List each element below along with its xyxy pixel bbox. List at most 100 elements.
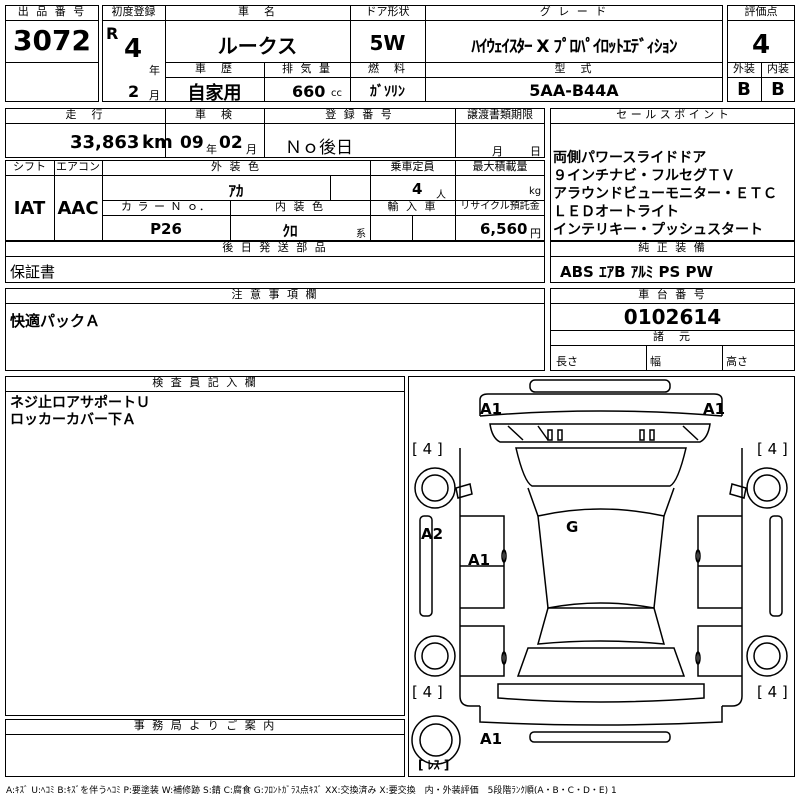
ac-value: AAC (57, 198, 99, 219)
mark-roof: G (566, 518, 579, 536)
header-box (102, 5, 723, 102)
inspector-box (5, 376, 405, 716)
interior-value: B (771, 79, 785, 100)
ext-color-label: 外 装 色 (211, 160, 261, 173)
max-load-label: 最大積載量 (472, 160, 528, 173)
sales-point: アラウンドビューモニター・ＥＴＣ (553, 186, 777, 202)
shift-label: シフト (13, 160, 46, 173)
grade-value: ﾊｲｳｪｲｽﾀｰ X ﾌﾟﾛﾊﾟｲﾛｯﾄｴﾃﾞｨｼｮﾝ (471, 37, 678, 57)
capacity-value: 4 (412, 180, 423, 198)
mileage-label: 走 行 (65, 108, 105, 121)
sales-points-label: セ ー ル ス ポ イ ン ト (616, 108, 729, 121)
office-label: 事 務 局 よ り ご 案 内 (133, 719, 277, 732)
mark-tire-fl: [ 4 ] (412, 440, 443, 458)
model-value: 5AA-B44A (529, 81, 619, 100)
legend: A:ｷｽﾞ U:ﾍｺﾐ B:ｷｽﾞを伴うﾍｺﾐ P:要塗装 W:補修跡 S:錆 … (6, 786, 617, 796)
mileage-value: 33,863 (70, 132, 140, 153)
office-box (5, 719, 405, 777)
transfer-month-unit: 月 (492, 145, 503, 158)
chassis-label: 車 台 番 号 (638, 288, 707, 301)
exterior-value: B (737, 79, 751, 100)
sales-point: ９インチナビ・フルセグＴＶ (553, 168, 735, 184)
int-color-suffix: 系 (356, 229, 366, 240)
transfer-label: 譲渡書類期限 (467, 108, 533, 121)
displacement-label: 排 気 量 (282, 62, 332, 75)
fuel-value: ｶﾞｿﾘﾝ (370, 84, 405, 100)
sales-point: インテリキー・プッシュスタート (553, 222, 763, 238)
chassis-box (550, 288, 795, 371)
inspector-line: ロッカーカバー下Ａ (10, 412, 136, 428)
score-value: 4 (751, 30, 771, 60)
mark-tire-fr: [ 4 ] (757, 440, 788, 458)
shift-value: IAT (13, 198, 46, 219)
mark-left-door: A2 (421, 525, 444, 543)
reg-number-label: 登 録 番 号 (325, 108, 394, 121)
score-label: 評価点 (744, 5, 778, 18)
recycle-value: 6,560 (480, 220, 528, 238)
mark-front-right: A1 (703, 400, 726, 418)
later-parts-value: 保証書 (10, 263, 56, 281)
max-load-unit: kg (529, 186, 542, 197)
length-label: 長さ (556, 355, 578, 368)
caution-box (5, 288, 545, 371)
mark-left-side: A1 (468, 551, 491, 569)
model-label: 型 式 (554, 62, 594, 75)
import-label: 輸 入 車 (387, 200, 438, 213)
mileage-unit: km (142, 132, 173, 153)
displacement-unit: cc (331, 88, 342, 99)
exterior-label: 外装 (733, 62, 755, 75)
mark-spare: [ ﾚｽ ] (418, 758, 450, 772)
reg-number-value: Ｎｏ後日 (285, 138, 353, 158)
door-label: ドア形状 (365, 5, 410, 18)
lot-label: 出 品 番 号 (17, 5, 87, 18)
ac-label: エアコン (56, 160, 100, 173)
inspector-notes: ネジ止ロアサポートＵ ロッカーカバー下Ａ (10, 395, 150, 429)
door-value: 5W (369, 31, 406, 55)
int-color-label: 内 装 色 (275, 200, 325, 213)
lot-number: 3072 (13, 24, 91, 57)
sales-point: 両側パワースライドドア (553, 150, 707, 166)
first-reg-label: 初度登録 (111, 5, 156, 18)
later-parts-box (5, 241, 545, 283)
inspection-month-unit: 月 (246, 143, 257, 156)
inspection-year: 09 (180, 133, 204, 153)
width-label: 幅 (650, 355, 661, 368)
mark-tire-rr: [ 4 ] (757, 683, 788, 701)
caution-label: 注 意 事 項 欄 (231, 288, 319, 301)
transfer-day-unit: 日 (530, 145, 541, 158)
inspector-label: 検 査 員 記 入 欄 (152, 376, 258, 389)
equipment-value: ABS ｴｱB ｱﾙﾐ PS PW (560, 263, 714, 281)
inspection-label: 車 検 (195, 108, 234, 121)
reg-year: 4 (124, 34, 143, 64)
interior-label: 内装 (767, 62, 789, 75)
lot-box (5, 5, 99, 102)
recycle-unit: 円 (530, 227, 541, 240)
history-value: 自家用 (187, 83, 242, 104)
recycle-label: リサイクル預託金 (460, 201, 540, 212)
height-label: 高さ (726, 355, 748, 368)
year-unit: 年 (149, 64, 160, 77)
reg-month: 2 (128, 82, 140, 101)
color-no-value: P26 (150, 220, 182, 238)
displacement-value: 660 (292, 82, 326, 101)
sales-point: ＬＥＤオートライト (553, 204, 679, 220)
int-color-value: ｸﾛ (282, 222, 298, 240)
mileage-box (5, 108, 545, 158)
sales-points-box (550, 108, 795, 241)
grade-label: グ レ ー ド (539, 5, 609, 18)
equipment-box (550, 241, 795, 283)
history-label: 車 歴 (195, 62, 234, 75)
later-parts-label: 後 日 発 送 部 品 (222, 241, 328, 254)
spec-label: 諸 元 (653, 330, 692, 343)
chassis-value: 0102614 (623, 305, 722, 329)
caution-value: 快適パックＡ (10, 312, 101, 330)
car-diagram (411, 379, 788, 765)
mark-rear: A1 (480, 730, 503, 748)
fuel-label: 燃 料 (368, 62, 407, 75)
color-no-label: カ ラ ー Ｎ ｏ． (121, 200, 211, 213)
inspection-month: 02 (219, 133, 243, 153)
capacity-label: 乗車定員 (390, 160, 435, 173)
car-name: ルークス (217, 34, 298, 58)
mark-front-left: A1 (480, 400, 503, 418)
ext-color-value: ｱｶ (228, 182, 244, 200)
